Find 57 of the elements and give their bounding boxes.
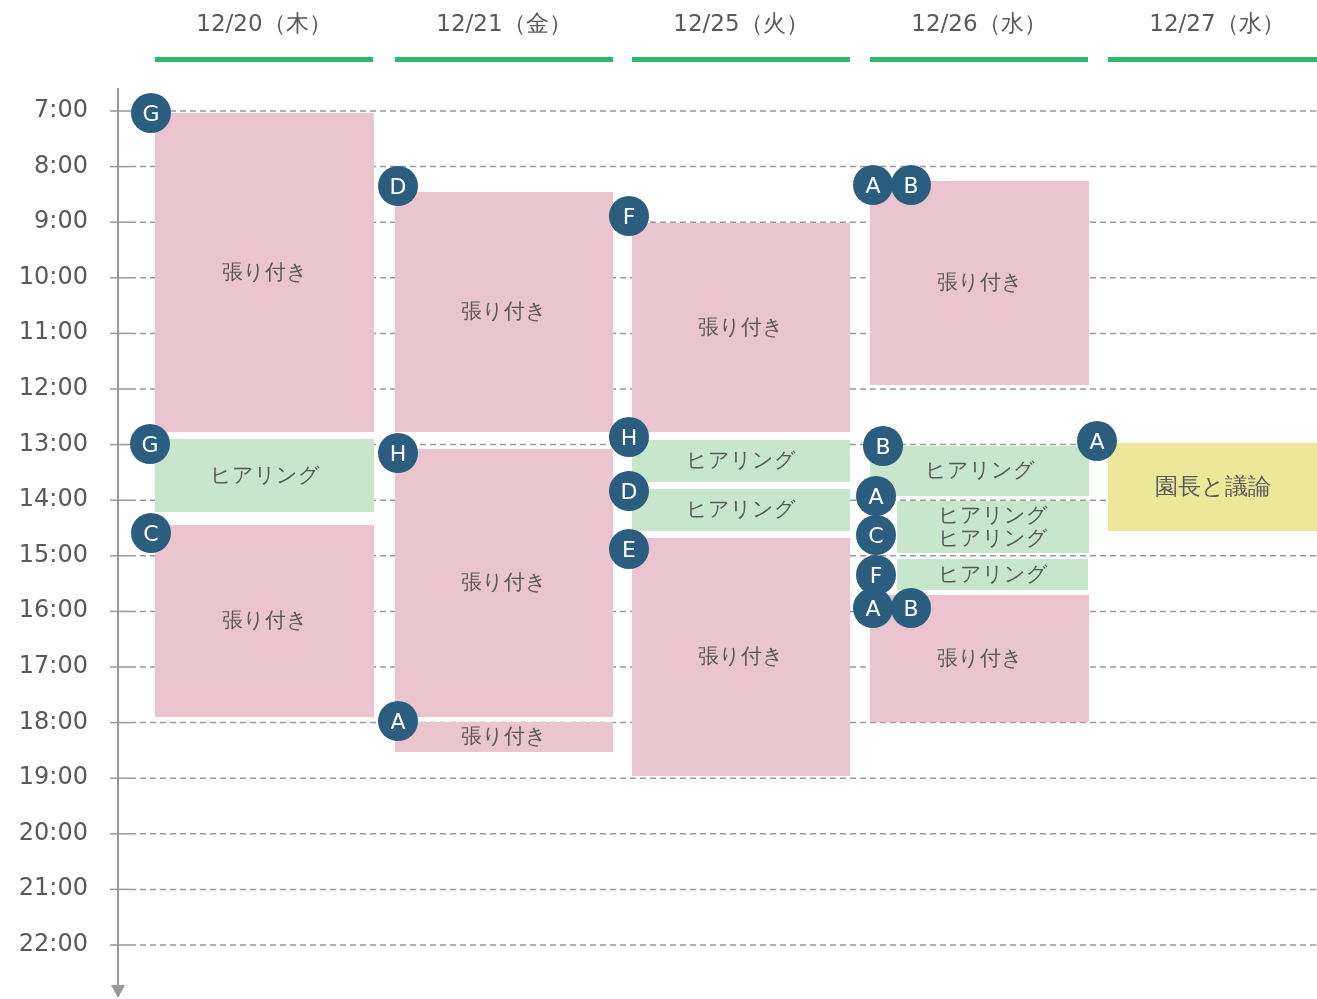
meeting-block [1108,443,1317,531]
person-badge: D [378,166,418,206]
person-badge: H [378,433,418,473]
person-badge: C [131,513,171,553]
person-badge: G [131,93,171,133]
block-label: 張り付き [221,609,308,633]
time-label: 11:00 [17,317,88,346]
person-badge: B [891,165,931,205]
hearing-block [897,501,1089,553]
person-badge: A [378,701,418,741]
block-label: ヒアリング [938,527,1048,551]
person-badge: A [853,165,893,205]
schedule-block [395,192,613,432]
time-label: 18:00 [17,706,88,735]
date-header: 12/26（水） [910,9,1048,38]
person-badge: C [856,515,896,555]
block-label: ヒアリング [937,562,1048,587]
time-label: 21:00 [17,873,88,902]
person-badge: A [1077,421,1117,461]
time-label: 14:00 [17,484,88,513]
time-label: 20:00 [17,817,88,846]
time-label: 16:00 [17,595,88,624]
time-label: 15:00 [17,539,88,568]
block-label: 張り付き [221,260,308,285]
time-label: 7:00 [33,95,88,123]
block-label: ヒアリング [209,463,320,488]
block-label: 張り付き [461,571,547,595]
time-label: 19:00 [17,762,88,791]
block-label: 張り付き [936,646,1023,671]
block-label: ヒアリング [686,498,796,522]
time-label: 8:00 [33,150,88,179]
hearing-block [155,439,374,512]
time-label: 9:00 [33,206,88,235]
person-badge: F [609,196,649,236]
time-label: 22:00 [17,929,88,957]
block-label: 張り付き [461,300,547,324]
date-header: 12/27（水） [1148,9,1286,38]
block-label: ヒアリング [938,503,1048,527]
time-label: 17:00 [17,651,88,679]
time-label: 10:00 [17,261,88,290]
person-badge: A [856,476,896,516]
hearing-block [897,559,1088,590]
date-header: 12/20（木） [195,9,333,38]
block-label: 張り付き [698,315,784,340]
time-label: 13:00 [17,428,88,457]
block-label: 張り付き [698,645,784,669]
date-header: 12/21（金） [435,9,573,38]
block-label: 張り付き [461,725,547,749]
time-label: 12:00 [17,373,88,401]
block-label: ヒアリング [924,459,1035,483]
person-badge: A [853,588,893,628]
block-label: 園長と議論 [1154,474,1271,500]
block-label: ヒアリング [686,449,796,473]
person-badge: G [130,424,170,464]
person-badge: B [863,426,903,466]
block-label: 張り付き [936,271,1023,295]
date-header: 12/25（火） [672,9,810,38]
